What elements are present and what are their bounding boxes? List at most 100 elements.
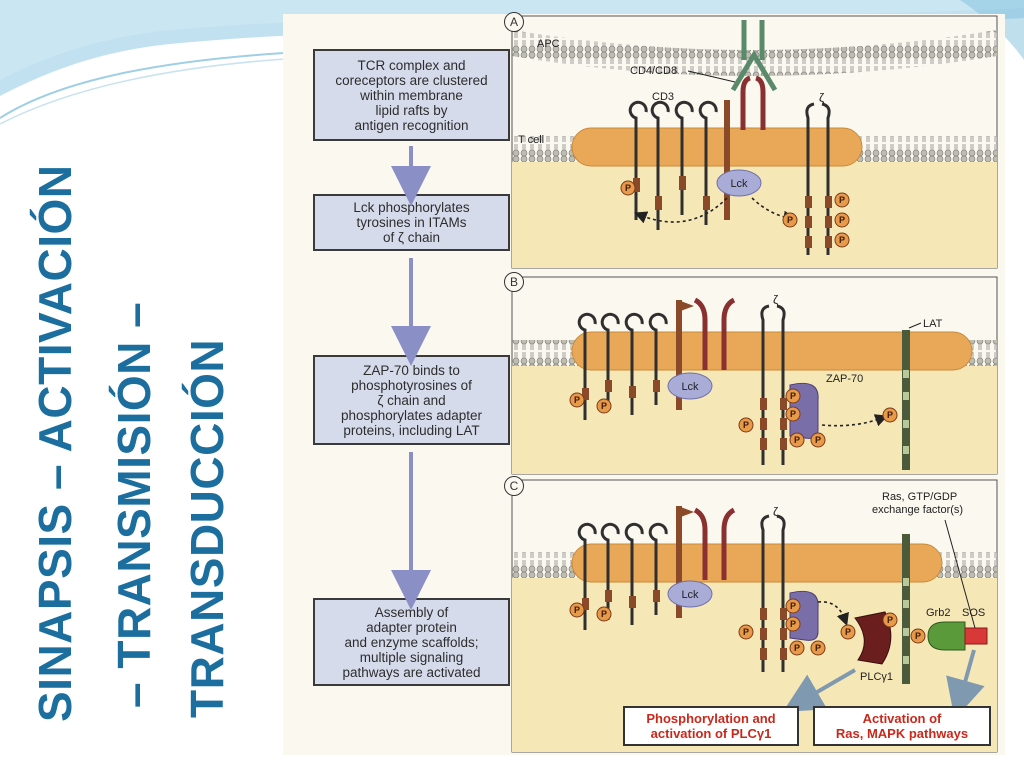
lipid-raft-b [571,331,973,371]
swoosh-line [0,51,301,119]
itam-a [703,196,710,210]
phospho-label: P [815,643,821,653]
tcell-label: T cell [518,134,544,146]
itam-zeta-a [825,236,832,248]
lck-label-c: Lck [681,589,699,601]
plc-label: PLCγ1 [860,671,893,683]
phospho-group-b [569,388,898,448]
itam-zeta-b [760,418,767,430]
itam-zeta-c [780,648,787,660]
tcr-receptor-c [676,506,736,618]
cd3-label: CD3 [652,91,674,103]
itam-zeta-a [825,216,832,228]
phospho-label: P [743,420,749,430]
itam-zeta-c [780,608,787,620]
itam-a [679,176,686,190]
lck-label-b: Lck [681,381,699,393]
apc-label: APC [537,38,560,50]
phospho-label: P [839,195,845,205]
lipid-raft-a [571,127,863,167]
lat-pointer [908,322,922,329]
zeta-label-b: ζ [773,293,779,307]
zap70-label: ZAP-70 [826,373,863,385]
ras-gef-label-line-1: Ras, GTP/GDP [882,491,957,503]
itam-zeta-b [760,398,767,410]
plc-result-arrow [782,668,857,713]
grb2-label: Grb2 [926,607,950,619]
phospho-label: P [625,183,631,193]
itam-a [655,196,662,210]
phospho-group-c [569,598,926,656]
cd3-complex-c [577,522,668,630]
phospho-label: P [790,601,796,611]
panel-letter-b: B [504,272,524,292]
tcr-receptor-a [724,20,778,220]
phospho-label: P [787,215,793,225]
itam-zeta-c [780,628,787,640]
step-box-1: TCR complex and coreceptors are clustere… [313,49,510,141]
itam-b [629,386,636,398]
lat-adapter-c [902,534,910,684]
lat-label: LAT [923,318,943,330]
phospho-label: P [794,435,800,445]
zeta-chain-b [760,304,786,465]
phospho-label: P [743,627,749,637]
itam-zeta-a [805,216,812,228]
right-swoosh [960,0,1024,60]
grb2-adapter [927,621,966,651]
result-box-ras-mapk: Activation of Ras, MAPK pathways [813,706,991,746]
itam-zeta-c [760,648,767,660]
phospho-group-a [620,180,850,248]
itam-zeta-b [780,418,787,430]
itam-zeta-b [780,438,787,450]
zap70-to-plc-arrow [817,601,849,627]
phospho-label: P [574,605,580,615]
zeta-label-c: ζ [773,505,779,519]
itam-zeta-b [780,398,787,410]
itam-zeta-c [760,628,767,640]
itam-b [605,380,612,392]
itam-c [629,596,636,608]
phospho-label: P [790,391,796,401]
itam-b [582,388,589,400]
phospho-label: P [845,627,851,637]
step-box-4: Assembly of adapter protein and enzyme s… [313,598,510,686]
cd3-complex-b [577,312,668,420]
cytoplasm-b [512,366,997,474]
phospho-label: P [887,410,893,420]
itam-b [653,380,660,392]
cd4cd8-label: CD4/CD8 [630,65,677,77]
result-box-plc: Phosphorylation and activation of PLCγ1 [623,706,799,746]
phospho-label: P [915,631,921,641]
phospho-label: P [839,235,845,245]
zeta-chain-a [805,102,831,255]
phospho-label: P [794,643,800,653]
swoosh-line [0,57,301,125]
itam-a [633,178,640,192]
step-box-3: ZAP-70 binds to phosphotyrosines of ζ ch… [313,355,510,445]
itam-c [653,590,660,602]
panel-letter-a: A [504,12,524,32]
ras-gef-label-line-2: exchange factor(s) [872,504,963,516]
phospho-label: P [790,409,796,419]
itam-zeta-a [805,196,812,208]
zap70-arrow [821,414,889,427]
sos-gef [964,627,988,645]
itam-c [605,590,612,602]
zeta-label-a: ζ [819,91,825,105]
phospho-label: P [601,609,607,619]
sos-result-arrow [946,649,985,720]
cd4cd8-pointer [687,70,736,83]
zeta-chain-c [760,514,786,672]
lipid-raft-c [571,543,943,583]
phospho-label: P [574,395,580,405]
itam-c [582,598,589,610]
phospho-label: P [601,401,607,411]
lck-kinase-b [667,372,713,400]
panel-letter-c: C [504,476,524,496]
lck-label-a: Lck [730,178,748,190]
tcr-receptor-b [676,297,736,410]
ras-gef-pointer [944,519,976,629]
itam-zeta-c [760,608,767,620]
